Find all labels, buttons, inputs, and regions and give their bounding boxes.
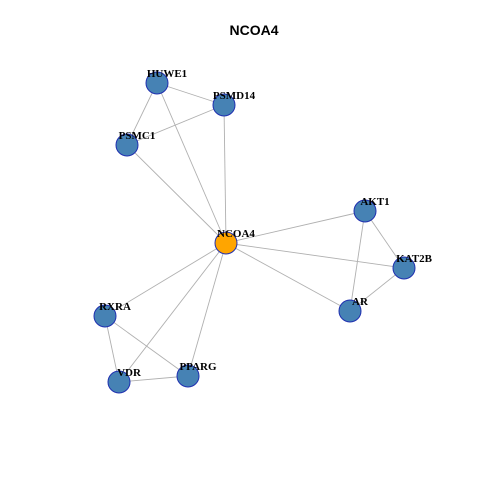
edge-huwe1-psmd14 — [156, 82, 225, 106]
edge-vdr-pparg — [118, 375, 189, 383]
node-label-kat2b: KAT2B — [396, 253, 433, 265]
node-label-pparg: PPARG — [179, 361, 217, 373]
node-label-akt1: AKT1 — [360, 196, 389, 208]
node-label-ar: AR — [352, 296, 369, 308]
node-ar — [338, 299, 362, 323]
node-label-psmc1: PSMC1 — [119, 130, 156, 142]
edge-ncoa4-rxra — [104, 242, 227, 317]
node-psmd14 — [212, 93, 236, 117]
edge-ncoa4-akt1 — [225, 210, 366, 244]
edge-akt1-kat2b — [364, 210, 405, 269]
edge-psmc1-ncoa4 — [126, 144, 227, 244]
node-label-psmd14: PSMD14 — [213, 90, 256, 102]
edge-psmd14-psmc1 — [126, 104, 225, 146]
node-kat2b — [392, 256, 416, 280]
diagram-title: NCOA4 — [229, 22, 278, 38]
edge-kat2b-ar — [349, 267, 405, 312]
node-vdr — [107, 370, 131, 394]
node-akt1 — [353, 199, 377, 223]
node-rxra — [93, 304, 117, 328]
edge-ncoa4-kat2b — [225, 242, 405, 269]
node-pparg — [176, 364, 200, 388]
edge-ncoa4-ar — [225, 242, 351, 312]
node-huwe1 — [145, 71, 169, 95]
edge-akt1-ar — [349, 210, 366, 312]
edges-layer — [104, 82, 405, 383]
node-ncoa4 — [214, 231, 238, 255]
edge-ncoa4-pparg — [187, 242, 227, 377]
edge-rxra-pparg — [104, 315, 189, 377]
edge-huwe1-ncoa4 — [156, 82, 227, 244]
node-psmc1 — [115, 133, 139, 157]
edge-ncoa4-vdr — [118, 242, 227, 383]
node-label-rxra: RXRA — [99, 301, 131, 313]
node-label-huwe1: HUWE1 — [147, 68, 187, 80]
nodes-layer — [93, 71, 416, 394]
edge-psmd14-ncoa4 — [223, 104, 227, 244]
node-label-vdr: VDR — [117, 367, 142, 379]
node-label-ncoa4: NCOA4 — [217, 228, 255, 240]
